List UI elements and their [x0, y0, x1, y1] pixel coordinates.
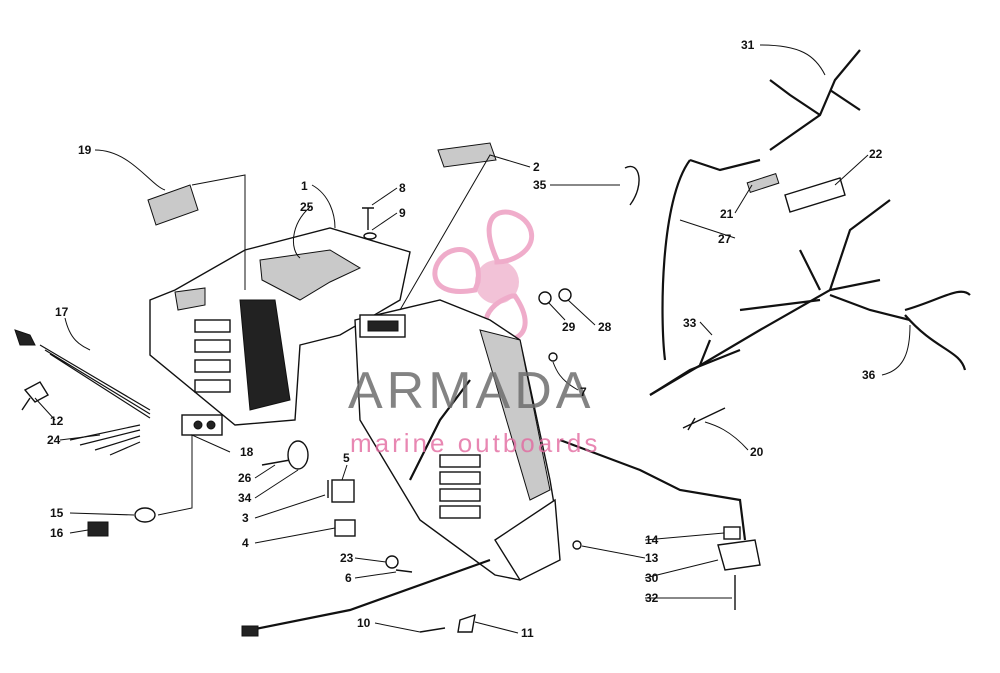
callout-6: 6 [345, 571, 352, 585]
callout-1: 1 [301, 179, 308, 193]
engine-harness-27 [661, 158, 761, 361]
callout-3: 3 [242, 511, 249, 525]
bolt-26 [261, 459, 291, 466]
callout-32: 32 [645, 591, 659, 605]
washer-7 [548, 352, 558, 362]
washer-23 [385, 555, 399, 569]
harness-31 [769, 49, 861, 151]
callout-31: 31 [741, 38, 755, 52]
warning-label [437, 142, 497, 168]
callout-7: 7 [580, 385, 587, 399]
callout-21: 21 [720, 207, 734, 221]
callout-17: 17 [55, 305, 69, 319]
clamp-5 [331, 479, 355, 503]
washer-9 [363, 232, 377, 240]
bracket-34 [287, 440, 309, 470]
callout-27: 27 [718, 232, 732, 246]
callout-26: 26 [238, 471, 252, 485]
decal-label-22 [784, 177, 846, 213]
lead-to-regulator [559, 438, 747, 541]
tie-20 [682, 407, 726, 431]
callout-13: 13 [645, 551, 659, 565]
decal-strip [147, 184, 199, 226]
lower-cable [241, 558, 491, 637]
watermark-tagline: marine outboards [350, 428, 600, 458]
callout-30: 30 [645, 571, 659, 585]
switch-bezel-18 [181, 414, 223, 436]
callout-19: 19 [78, 143, 92, 157]
callout-24: 24 [47, 433, 61, 447]
front-console-panel [354, 299, 561, 581]
key-switch-17 [14, 329, 151, 419]
callout-23: 23 [340, 551, 354, 565]
regulator-30 [717, 539, 761, 571]
callout-29: 29 [562, 320, 576, 334]
callout-35: 35 [533, 178, 547, 192]
callout-14: 14 [645, 533, 659, 547]
key-12 [21, 381, 49, 411]
plug-15 [134, 507, 156, 523]
watermark-brand: ARMADA [348, 362, 594, 420]
screw-6 [395, 569, 413, 573]
mid-cable [409, 379, 471, 481]
callout-4: 4 [242, 536, 249, 550]
callout-18: 18 [240, 445, 254, 459]
harness-tail-33 [698, 339, 712, 366]
wire-leads-24 [69, 424, 141, 456]
callout-33: 33 [683, 316, 697, 330]
callout-15: 15 [50, 506, 64, 520]
screw-8 [362, 207, 374, 230]
callout-20: 20 [750, 445, 764, 459]
rear-console-housing [149, 227, 411, 426]
callout-25: 25 [300, 200, 314, 214]
callout-9: 9 [399, 206, 406, 220]
callout-16: 16 [50, 526, 64, 540]
callout-34: 34 [238, 491, 252, 505]
callout-28: 28 [598, 320, 612, 334]
clip-4 [334, 519, 356, 537]
nut-14 [723, 526, 741, 540]
bracket-11 [457, 613, 476, 633]
grommet-21 [746, 172, 780, 194]
callout-5: 5 [343, 451, 350, 465]
callout-22: 22 [869, 147, 883, 161]
washer-29 [538, 291, 552, 305]
callout-10: 10 [357, 616, 371, 630]
nut-28 [558, 288, 572, 302]
main-wiring-harness-36 [649, 199, 971, 396]
callout-11: 11 [521, 626, 534, 640]
screw-10 [419, 627, 446, 633]
callout-2: 2 [533, 160, 540, 174]
callout-12: 12 [50, 414, 64, 428]
leader-lines [34, 44, 911, 634]
callout-8: 8 [399, 181, 406, 195]
clip-35 [624, 165, 640, 206]
callout-36: 36 [862, 368, 876, 382]
washer-13 [572, 540, 582, 550]
key-16 [87, 521, 109, 537]
callout-numbers: 19 1 25 8 9 2 35 29 28 7 17 12 24 18 15 … [47, 38, 883, 640]
